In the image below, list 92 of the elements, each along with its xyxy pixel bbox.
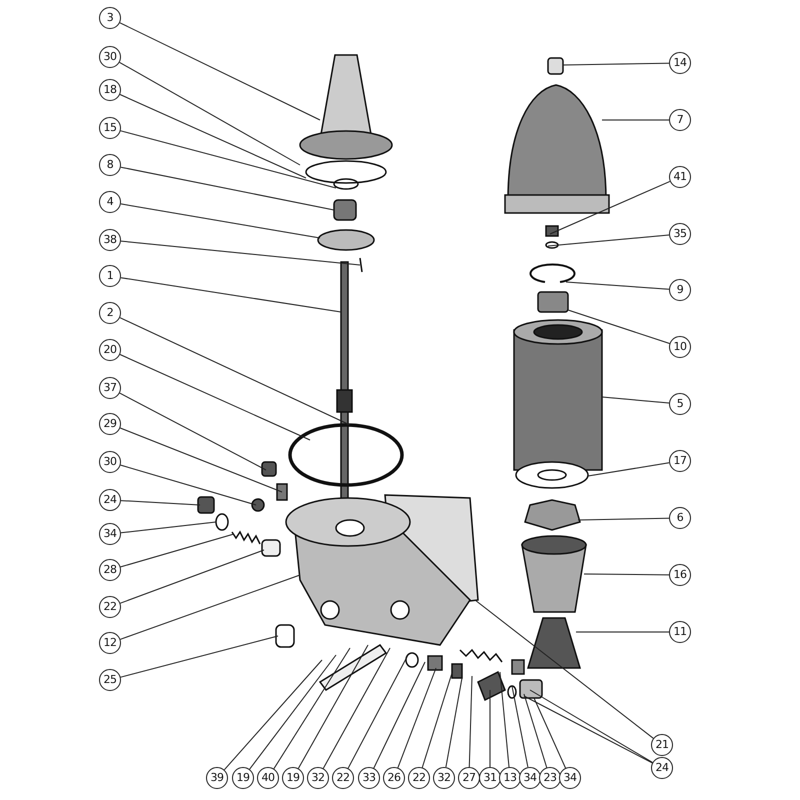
callout-number: 30 [99, 46, 121, 68]
leader-line [584, 574, 670, 576]
callout-number: 14 [669, 52, 691, 74]
leader-line [120, 354, 310, 440]
callout-number: 32 [307, 767, 329, 789]
callout-number: 39 [206, 767, 228, 789]
callout-number: 33 [358, 767, 380, 789]
leader-line [120, 636, 278, 678]
callout-number: 10 [669, 336, 691, 358]
leader-line [373, 662, 426, 769]
leader-line [120, 317, 350, 426]
leader-line [397, 668, 436, 768]
callout-number: 16 [669, 564, 691, 586]
leader-line [322, 648, 390, 769]
callout-number: 3 [99, 7, 121, 29]
leader-line [120, 203, 320, 238]
callout-number: 40 [257, 767, 279, 789]
callout-number: 26 [383, 767, 405, 789]
callout-number: 34 [99, 523, 121, 545]
leader-line [120, 240, 360, 266]
callout-number: 9 [669, 279, 691, 301]
callout-number: 24 [99, 489, 121, 511]
callout-number: 7 [669, 109, 691, 131]
callout-number: 11 [669, 621, 691, 643]
callout-number: 29 [99, 413, 121, 435]
leader-line [120, 550, 264, 604]
callout-number: 35 [669, 223, 691, 245]
leader-line [568, 310, 670, 344]
leader-line [578, 518, 670, 520]
callout-number: 27 [458, 767, 480, 789]
callout-number: 25 [99, 669, 121, 691]
callout-number: 24 [651, 757, 673, 779]
leader-line [468, 676, 472, 768]
callout-number: 1 [99, 265, 121, 287]
leader-line [474, 600, 654, 739]
leader-line [550, 180, 670, 234]
callout-number: 23 [539, 767, 561, 789]
leader-line [298, 644, 368, 769]
leader-line [422, 672, 452, 768]
callout-number: 28 [99, 559, 121, 581]
callout-number: 18 [99, 79, 121, 101]
leader-line [534, 698, 566, 768]
leader-line [602, 396, 670, 404]
callout-number: 20 [99, 339, 121, 361]
callout-number: 22 [99, 596, 121, 618]
leader-line [120, 277, 342, 312]
callout-number: 15 [99, 117, 121, 139]
callout-number: 41 [669, 166, 691, 188]
leader-line [120, 464, 256, 506]
leader-line [119, 22, 320, 120]
leader-line [120, 522, 216, 534]
leader-line [120, 94, 306, 178]
leader-line [120, 428, 282, 492]
callout-number: 19 [232, 767, 254, 789]
callout-number: 31 [479, 767, 501, 789]
callout-number: 34 [559, 767, 581, 789]
callout-number: 22 [408, 767, 430, 789]
leader-line [119, 62, 300, 166]
callout-number: 2 [99, 302, 121, 324]
leader-line [500, 672, 510, 768]
leader-line [566, 282, 670, 290]
leader-line [120, 534, 234, 568]
callout-number: 38 [99, 229, 121, 251]
callout-number: 37 [99, 377, 121, 399]
leader-line [120, 166, 334, 210]
leader-line [120, 500, 200, 506]
callout-number: 13 [499, 767, 521, 789]
callout-number: 22 [332, 767, 354, 789]
leader-line [120, 130, 336, 188]
callout-number: 4 [99, 191, 121, 213]
leader-line [348, 654, 408, 769]
callout-number: 8 [99, 154, 121, 176]
leader-line [524, 694, 548, 768]
callout-number: 21 [651, 734, 673, 756]
callout-number: 32 [433, 767, 455, 789]
leader-line [562, 62, 670, 66]
leader-line [548, 234, 670, 246]
leader-line [512, 686, 528, 768]
leader-line [120, 574, 300, 640]
leader-line [445, 678, 462, 768]
leader-line [249, 654, 336, 770]
callout-number: 30 [99, 451, 121, 473]
callout-number: 34 [519, 767, 541, 789]
leader-line [588, 462, 670, 476]
callout-number: 17 [669, 450, 691, 472]
callout-number: 12 [99, 632, 121, 654]
leader-line [273, 648, 350, 770]
callout-number: 6 [669, 507, 691, 529]
leader-line [224, 660, 322, 770]
callout-number: 5 [669, 393, 691, 415]
leader-line [119, 392, 266, 470]
callout-number: 19 [282, 767, 304, 789]
